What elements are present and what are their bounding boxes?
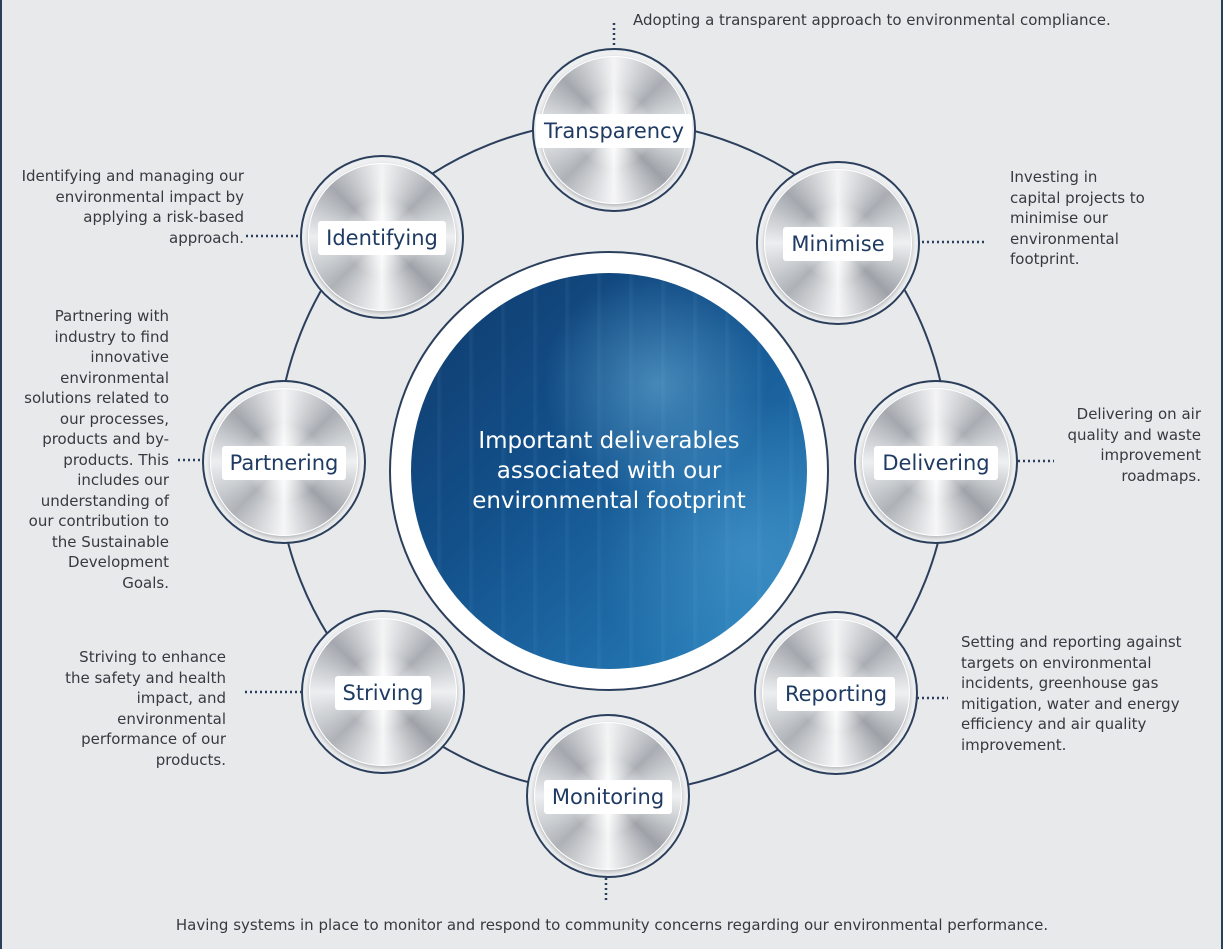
node-label-reporting: Reporting [754,677,918,711]
label-text: Delivering [874,446,998,480]
desc-transparency: Adopting a transparent approach to envir… [633,11,1111,29]
label-text: Minimise [783,227,893,261]
label-text: Striving [334,676,432,710]
node-label-monitoring: Monitoring [526,780,690,814]
desc-striving: Striving to enhance the safety and healt… [65,648,226,769]
desc-monitoring: Having systems in place to monitor and r… [175,916,1049,934]
node-label-minimise: Minimise [756,227,920,261]
desc-reporting: Setting and reporting against targets on… [961,633,1182,754]
node-label-delivering: Delivering [854,446,1018,480]
center-title: Important deliverables associated with o… [472,428,746,514]
desc-partnering: Partnering with industry to find innovat… [24,307,169,592]
node-label-partnering: Partnering [202,446,366,480]
node-label-transparency: Transparency [532,114,696,148]
center-texture [411,273,807,669]
label-text: Partnering [221,446,347,480]
label-text: Monitoring [543,780,673,814]
desc-identifying: Identifying and managing our environment… [21,167,244,247]
label-text: Identifying [318,221,446,255]
desc-delivering: Delivering on air quality and waste impr… [1067,405,1201,485]
center-circle: Important deliverables associated with o… [411,273,807,669]
node-label-striving: Striving [301,676,465,710]
label-text: Reporting [776,677,896,711]
label-text: Transparency [535,114,693,148]
desc-minimise: Investing in capital projects to minimis… [1010,168,1145,268]
node-label-identifying: Identifying [300,221,464,255]
